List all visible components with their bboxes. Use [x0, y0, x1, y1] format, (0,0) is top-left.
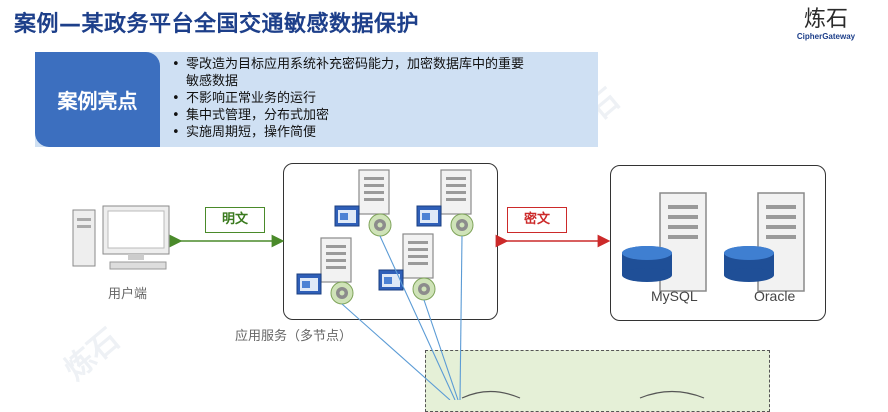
- highlight-item: 实施周期短，操作简便: [170, 124, 595, 141]
- server-icon: [296, 237, 354, 305]
- diagram-graphics: [72, 169, 805, 400]
- ciphertext-tag: 密文: [507, 207, 567, 233]
- server-icon: [416, 169, 474, 237]
- computer-icon: [72, 205, 170, 270]
- server-icon: [334, 169, 392, 237]
- database-icon: [622, 192, 707, 292]
- highlight-item: 零改造为目标应用系统补充密码能力，加密数据库中的重要: [170, 56, 595, 73]
- user-label: 用户端: [108, 287, 148, 302]
- logo-text-en: CipherGateway: [796, 32, 856, 41]
- app-service-label: 应用服务（多节点）: [235, 329, 353, 344]
- highlights-list: 零改造为目标应用系统补充密码能力，加密数据库中的重要 敏感数据 不影响正常业务的…: [170, 56, 595, 141]
- highlights-label: 案例亮点: [35, 52, 160, 147]
- server-icon: [378, 233, 436, 301]
- page-title: 案例—某政务平台全国交通敏感数据保护: [14, 12, 420, 37]
- mysql-label: MySQL: [651, 288, 698, 304]
- plaintext-tag: 明文: [205, 207, 265, 233]
- highlight-item-continued: 敏感数据: [186, 74, 239, 89]
- brand-logo: 炼石 CipherGateway: [786, 7, 866, 42]
- database-icon: [724, 192, 805, 292]
- oracle-label: Oracle: [754, 288, 796, 304]
- highlight-item: 不影响正常业务的运行: [170, 90, 595, 107]
- highlight-item: 集中式管理，分布式加密: [170, 107, 595, 124]
- logo-text-cn: 炼石: [803, 7, 848, 32]
